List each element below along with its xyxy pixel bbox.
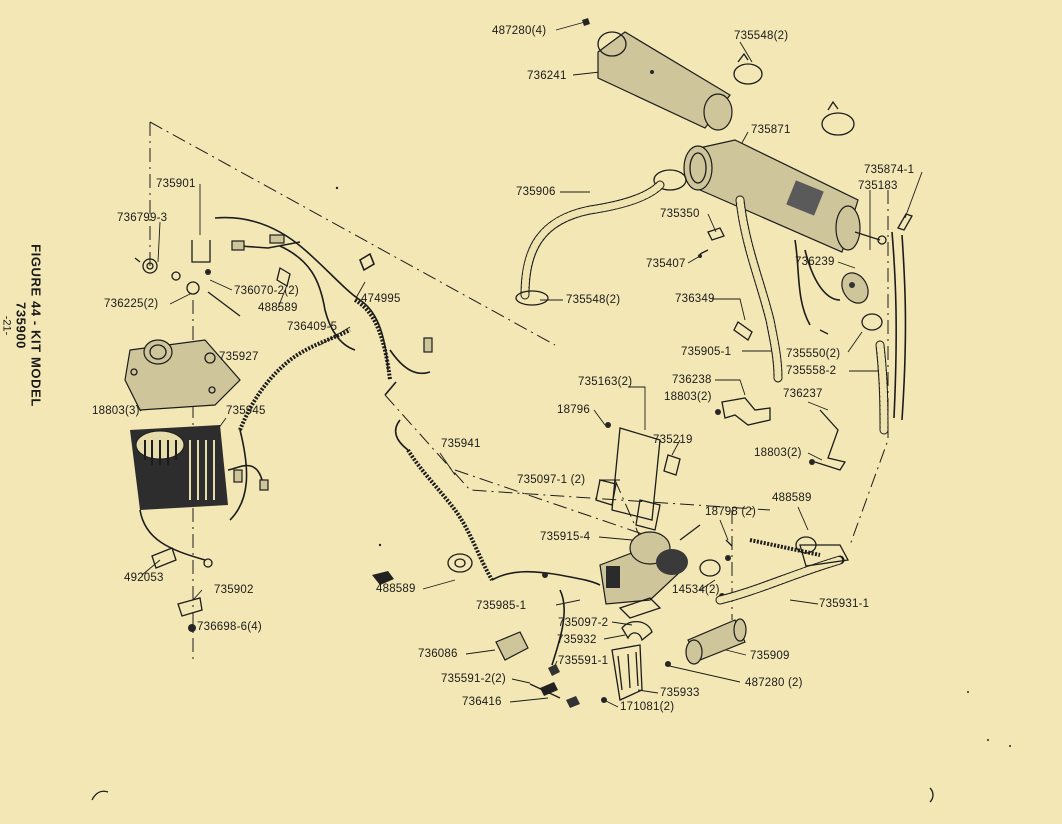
label-735871: 735871	[751, 124, 791, 136]
label-735550-2: 735550(2)	[786, 348, 841, 360]
fittings-lower-left-part	[495, 631, 580, 708]
label-736241: 736241	[527, 70, 567, 82]
label-18798-2: 18798 (2)	[705, 506, 757, 518]
label-735874-1: 735874-1	[864, 164, 915, 176]
hose-clamp-part	[733, 52, 855, 136]
label-18796: 18796	[557, 404, 590, 416]
wire-735941-part	[394, 419, 601, 586]
label-735163-2: 735163(2)	[578, 376, 633, 388]
center-brackets-part	[595, 422, 681, 531]
label-736238: 736238	[672, 374, 712, 386]
figure-caption: FIGURE 44 - KIT MODEL 735900 -21-	[1, 226, 44, 426]
label-735927: 735927	[219, 351, 259, 363]
leader-lines	[139, 21, 923, 708]
figure-title: FIGURE 44 - KIT MODEL 735900	[13, 244, 44, 407]
label-736086: 736086	[418, 648, 458, 660]
label-735906: 735906	[516, 186, 556, 198]
dash-line-upper-diagonal	[149, 121, 556, 346]
label-488589-right: 488589	[772, 492, 812, 504]
paper-specks	[91, 186, 1011, 803]
label-735183: 735183	[858, 180, 898, 192]
label-736698-6-4: 736698-6(4)	[197, 621, 262, 633]
label-735933: 735933	[660, 687, 700, 699]
label-736070-2-2: 736070-2(2)	[234, 285, 299, 297]
label-736225-2: 736225(2)	[104, 298, 159, 310]
flex-hose-735905-part	[735, 195, 783, 383]
cover-tube-part	[582, 18, 733, 131]
bracket-492053-part	[151, 547, 203, 632]
label-735985-1: 735985-1	[476, 600, 527, 612]
braided-wire-736409-part	[229, 328, 351, 521]
label-736237: 736237	[783, 388, 823, 400]
label-488589-top: 488589	[258, 302, 298, 314]
label-735219: 735219	[653, 434, 693, 446]
label-735097-1-2: 735097-1 (2)	[517, 474, 586, 486]
brackets-736238-part	[715, 397, 847, 471]
label-735548-2-top: 735548(2)	[734, 30, 789, 42]
label-487280-4: 487280(4)	[492, 25, 547, 37]
flex-hose-735906-part	[515, 180, 665, 306]
heater-assembly-part	[124, 339, 269, 568]
label-736799-3: 736799-3	[117, 212, 168, 224]
dash-line-right-vertical	[849, 190, 889, 546]
harness-736239-part	[794, 239, 869, 335]
wiring-harness-part	[214, 216, 433, 396]
dash-line-to-switch	[454, 469, 661, 541]
label-18803-2-b: 18803(2)	[754, 447, 802, 459]
label-735558-2: 735558-2	[786, 365, 837, 377]
clamp-upper-part	[653, 169, 687, 191]
lower-bracket-part	[601, 597, 671, 703]
label-735591-2-2: 735591-2(2)	[441, 673, 506, 685]
label-735931-1: 735931-1	[819, 598, 870, 610]
label-736239: 736239	[795, 256, 835, 268]
label-735901: 735901	[156, 178, 196, 190]
fitting-735909-part	[685, 618, 747, 665]
label-735909: 735909	[750, 650, 790, 662]
label-735945: 735945	[226, 405, 266, 417]
screw-hardware-part	[719, 539, 733, 599]
valve-assembly-part	[551, 524, 721, 666]
label-735350: 735350	[660, 208, 700, 220]
grommet-bottom-part	[372, 553, 473, 585]
label-492053: 492053	[124, 572, 164, 584]
label-488589-bottom: 488589	[376, 583, 416, 595]
label-487280-2: 487280 (2)	[745, 677, 803, 689]
label-736349: 736349	[675, 293, 715, 305]
label-474995: 474995	[361, 293, 401, 305]
label-735905-1: 735905-1	[681, 346, 732, 358]
label-735591-1: 735591-1	[558, 655, 609, 667]
label-14534-2: 14534(2)	[672, 584, 720, 596]
label-735902: 735902	[214, 584, 254, 596]
page-number: -21-	[0, 315, 13, 336]
label-735941: 735941	[441, 438, 481, 450]
label-735548-2-mid: 735548(2)	[566, 294, 621, 306]
label-735932: 735932	[557, 634, 597, 646]
label-735407: 735407	[646, 258, 686, 270]
left-hardware-part	[134, 240, 291, 317]
flex-hose-735931-part	[715, 536, 850, 605]
exchanger-tube-part	[683, 139, 913, 253]
hose-735558-part	[861, 231, 907, 435]
label-736416: 736416	[462, 696, 502, 708]
label-735097-2: 735097-2	[558, 617, 609, 629]
label-735915-4: 735915-4	[540, 531, 591, 543]
label-18803-2-a: 18803(2)	[664, 391, 712, 403]
clip-736349-part	[733, 321, 753, 341]
label-171081-2: 171081(2)	[620, 701, 675, 713]
small-hardware-part	[698, 227, 725, 258]
label-18803-3: 18803(3)	[92, 405, 140, 417]
label-736409-5: 736409-5	[287, 321, 338, 333]
